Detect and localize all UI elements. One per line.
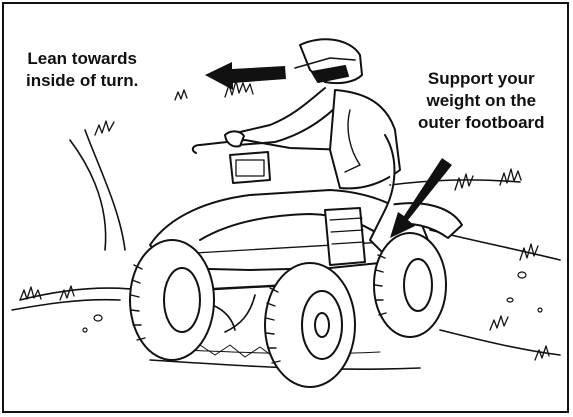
support-annotation-line: outer footboard xyxy=(418,112,545,134)
lean-annotation-line: inside of turn. xyxy=(26,70,138,92)
lean-annotation-line: Lean towards xyxy=(26,48,138,70)
lean-annotation: Lean towards inside of turn. xyxy=(26,48,138,92)
support-annotation: Support your weight on the outer footboa… xyxy=(418,68,545,134)
rear-right-wheel xyxy=(374,233,446,337)
front-right-wheel xyxy=(265,263,355,387)
support-annotation-line: weight on the xyxy=(418,90,545,112)
front-left-wheel xyxy=(130,240,214,360)
lean-direction-arrow-icon xyxy=(205,62,286,90)
support-annotation-line: Support your xyxy=(418,68,545,90)
